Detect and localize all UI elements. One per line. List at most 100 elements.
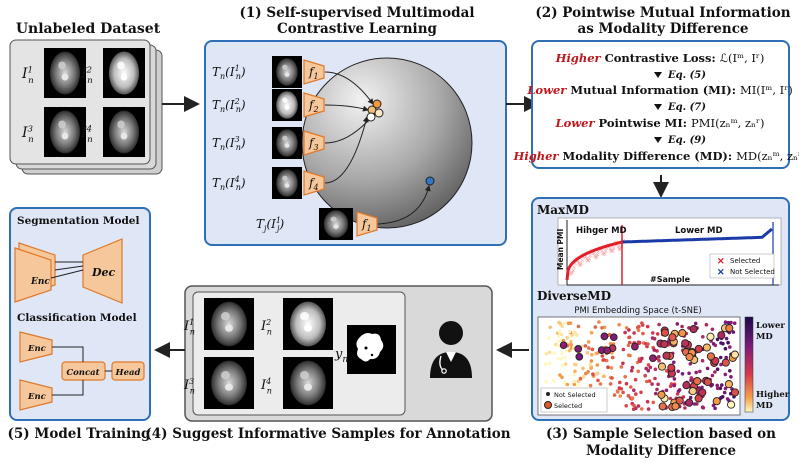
maxmd-point: ×: [618, 246, 623, 253]
tsne-selected-point: [685, 352, 694, 362]
embedding-point-1: [372, 99, 382, 109]
step1-title-line2: Contrastive Learning: [277, 21, 437, 37]
maxmd-point: ×: [568, 271, 573, 278]
tsne-point: [602, 374, 606, 379]
legend-not-selected-cross: ✕: [717, 268, 725, 278]
tsne-point: [675, 322, 680, 326]
maxmd-point: ×: [572, 264, 577, 271]
tsne-point: [586, 370, 590, 374]
maxmd-point: ×: [616, 244, 621, 251]
tsne-point: [567, 329, 572, 334]
tsne-point: [595, 363, 600, 367]
tsne-point: [585, 351, 590, 355]
tsne-point: [634, 406, 638, 411]
tsne-point: [723, 346, 728, 351]
tsne-point: [552, 379, 556, 383]
tsne-point: [565, 336, 570, 340]
tsne-point: [567, 348, 572, 353]
tsne-point: [544, 351, 549, 356]
tsne-point: [596, 378, 600, 383]
tsne-point: [576, 383, 580, 387]
tsne-selected-point: [688, 387, 697, 396]
tsne-point: [543, 362, 548, 367]
tsne-point: [621, 347, 626, 352]
tsne-point: [641, 331, 645, 336]
seg-decoder-label: Dec: [91, 266, 116, 279]
tsne-point: [720, 383, 724, 387]
tsne-point: [610, 376, 614, 380]
tsne-point: [546, 336, 551, 340]
tsne-point: [704, 322, 709, 327]
tsne-point: [556, 339, 561, 344]
tsne-point: [636, 404, 641, 408]
tsne-point: [627, 340, 632, 345]
tsne-selected-point: [658, 402, 667, 411]
tsne-selected-point: [559, 341, 568, 350]
tsne-point: [636, 328, 641, 333]
tsne-point: [655, 387, 659, 392]
tsne-selected-point: [706, 332, 715, 341]
cls-model-title: Classification Model: [17, 312, 137, 324]
tsne-point: [588, 383, 593, 388]
encoder-f4: f4: [303, 170, 325, 196]
tsne-point: [629, 385, 633, 389]
tsne-point: [731, 330, 736, 334]
tsne-point: [688, 395, 693, 400]
tsne-point: [576, 324, 581, 329]
tsne-point: [645, 379, 649, 384]
tsne-selected-point: [730, 388, 740, 397]
tsne-selected-point: [660, 340, 669, 349]
head-label: Head: [115, 368, 141, 378]
tsne-selected-point: [671, 402, 680, 411]
maxmd-point: ×: [584, 256, 589, 263]
unlabeled-image-2: [103, 48, 145, 98]
colorbar-top-2: MD: [756, 332, 773, 342]
tsne-point: [710, 373, 715, 378]
tsne-point: [604, 358, 609, 363]
tsne-point: [723, 372, 728, 377]
tsne-point: [657, 322, 661, 327]
diversemd-plot-title: PMI Embedding Space (t-SNE): [574, 306, 701, 316]
tsne-point: [643, 373, 647, 378]
tsne-point: [655, 349, 659, 353]
tsne-point: [609, 366, 614, 370]
tsne-point: [724, 355, 728, 360]
tsne-point: [720, 395, 725, 399]
tsne-point: [595, 351, 600, 355]
tsne-point: [619, 365, 624, 369]
tsne-point: [610, 355, 615, 360]
encoder-f3: f3: [303, 130, 325, 156]
tsne-point: [664, 369, 669, 373]
tsne-selected-point: [675, 396, 684, 405]
tsne-selected-point: [689, 325, 698, 334]
tsne-point: [573, 369, 577, 374]
maxmd-point: ×: [611, 245, 616, 252]
maxmd-point: ×: [609, 248, 614, 255]
step4-title: (4) Suggest Informative Samples for Anno…: [145, 426, 510, 442]
tsne-point: [653, 367, 658, 372]
tsne-point: [623, 330, 627, 335]
tsne-point: [591, 372, 595, 377]
tsne-point: [564, 349, 569, 353]
tsne-point: [687, 371, 691, 376]
tsne-point: [640, 407, 644, 411]
step1-title-line1: (1) Self-supervised Multimodal: [240, 5, 475, 21]
step1-arrow-4: [324, 116, 369, 184]
tsne-point: [623, 375, 627, 379]
maxmd-point: ×: [579, 261, 584, 268]
tsne-selected-point: [694, 394, 703, 403]
tsne-point: [713, 370, 717, 374]
svg-text:f4: f4: [308, 176, 319, 192]
tsne-point: [723, 320, 728, 325]
tsne-point: [698, 369, 702, 374]
encoder-f2: f2: [303, 92, 325, 118]
maxmd-point: ×: [610, 247, 615, 254]
tsne-point: [588, 362, 593, 367]
step1-input-image-1: [272, 56, 302, 88]
